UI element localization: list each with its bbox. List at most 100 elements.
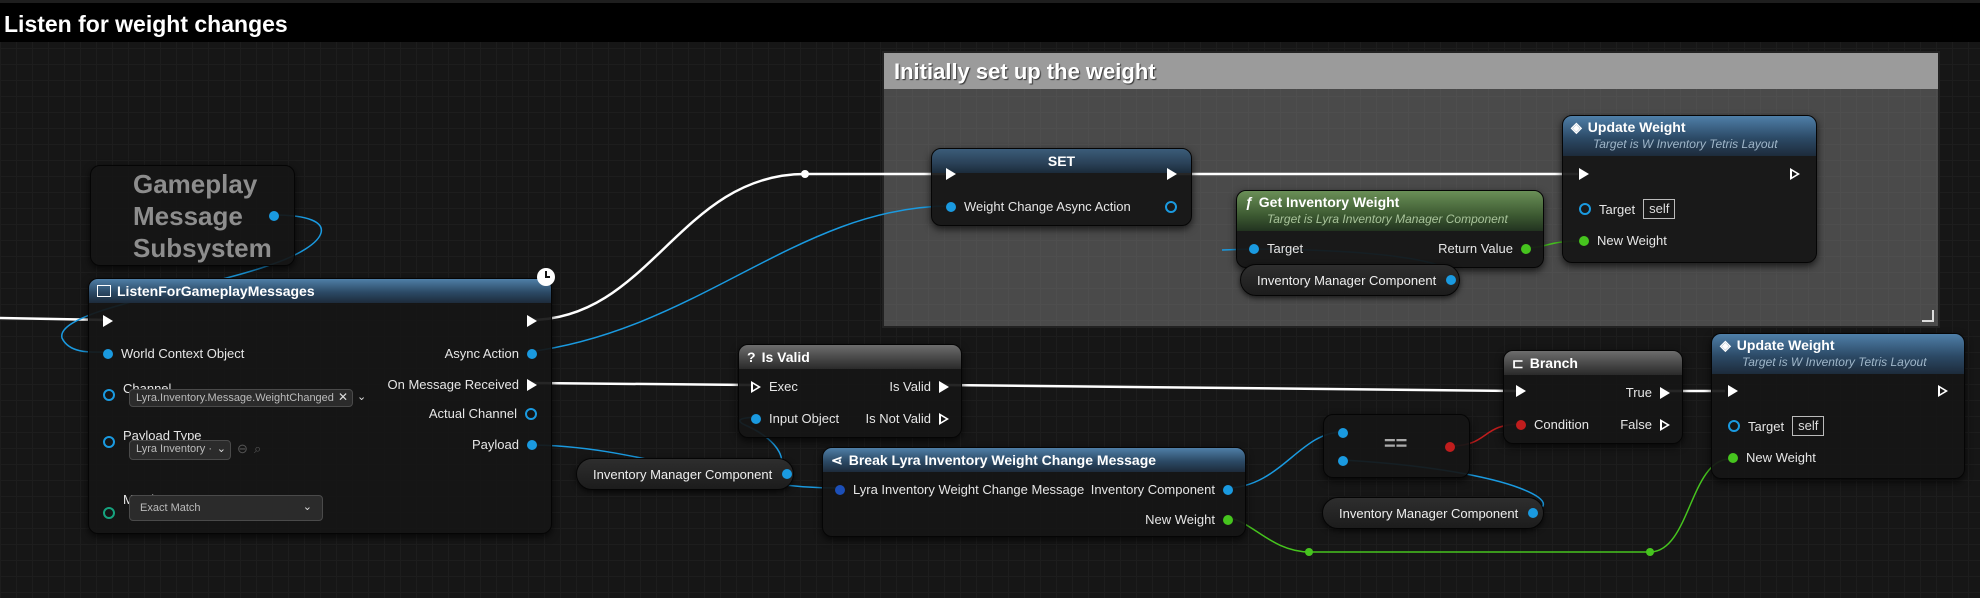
branch-node[interactable]: ⊏ Branch True Condition False <box>1503 350 1683 444</box>
match-type-value: Exact Match <box>140 502 201 514</box>
browse-asset-icon[interactable]: ⊖ <box>237 441 248 456</box>
update-weight-2-new-weight-pin[interactable]: New Weight <box>1728 450 1816 465</box>
payload-type-dropdown[interactable]: Lyra Inventory · ⌄ <box>129 440 231 460</box>
on-message-received-pin[interactable]: On Message Received <box>387 377 537 392</box>
exec-output-pin[interactable] <box>527 315 537 327</box>
payload-label: Payload <box>472 437 519 452</box>
world-context-dot[interactable] <box>103 348 113 359</box>
update-weight-node-2[interactable]: ◈ Update Weight Target is W Inventory Te… <box>1711 333 1965 479</box>
branch-false-pin[interactable]: False <box>1620 417 1670 432</box>
break-input-pin[interactable]: Lyra Inventory Weight Change Message <box>835 482 1084 497</box>
is-valid-title: Is Valid <box>761 349 810 365</box>
is-valid-node[interactable]: ? Is Valid Exec Is Valid Input Object Is… <box>738 344 962 438</box>
exec-input-pin[interactable] <box>103 315 113 327</box>
inventory-manager-component-var-2[interactable]: Inventory Manager Component <box>576 458 794 490</box>
return-value-label: Return Value <box>1438 241 1513 256</box>
set-exec-output-pin[interactable] <box>1167 168 1177 180</box>
async-action-dot[interactable] <box>527 348 537 359</box>
update-weight-2-target-pin[interactable]: Target self <box>1728 416 1825 436</box>
set-variable-node[interactable]: SET Weight Change Async Action <box>931 148 1192 226</box>
function-f-icon: ƒ <box>1245 194 1253 210</box>
break-weight-change-message-node[interactable]: ⋖ Break Lyra Inventory Weight Change Mes… <box>822 447 1246 537</box>
listen-node-header: ListenForGameplayMessages <box>89 279 551 303</box>
is-valid-exec-label: Exec <box>769 379 798 394</box>
branch-condition-pin[interactable]: Condition <box>1516 417 1589 432</box>
break-new-weight-pin[interactable]: New Weight <box>1145 512 1233 527</box>
update-weight-1-exec-out[interactable] <box>1790 168 1800 180</box>
branch-title: Branch <box>1529 355 1578 371</box>
reroute-knot[interactable] <box>801 170 809 178</box>
listen-for-gameplay-messages-node[interactable]: ListenForGameplayMessages World Context … <box>88 278 552 534</box>
update-weight-1-new-weight-pin[interactable]: New Weight <box>1579 233 1667 248</box>
gameplay-message-subsystem-node[interactable]: Gameplay Message Subsystem <box>90 165 295 266</box>
channel-tag-value: Lyra.Inventory.Message.WeightChanged <box>136 392 334 404</box>
update-weight-1-subtitle: Target is W Inventory Tetris Layout <box>1593 137 1778 151</box>
update-weight-1-target-pin[interactable]: Target self <box>1579 199 1676 219</box>
branch-exec-input-pin[interactable] <box>1516 385 1526 397</box>
weight-change-async-action-pin[interactable]: Weight Change Async Action <box>946 199 1131 214</box>
function-icon <box>97 285 111 297</box>
on-message-received-label: On Message Received <box>387 377 519 392</box>
reroute-knot-float-1[interactable] <box>1305 548 1313 556</box>
is-valid-true-pin[interactable]: Is Valid <box>889 379 949 394</box>
channel-tag-field[interactable]: Lyra.Inventory.Message.WeightChanged ✕ <box>129 389 353 407</box>
branch-true-pin[interactable]: True <box>1626 385 1670 400</box>
is-not-valid-label: Is Not Valid <box>865 411 931 426</box>
inventory-manager-component-label-1: Inventory Manager Component <box>1257 272 1437 288</box>
channel-dot[interactable] <box>103 389 115 401</box>
match-type-dropdown[interactable]: Exact Match ⌄ <box>129 495 323 521</box>
equals-input-a-pin[interactable] <box>1338 428 1348 438</box>
inventory-component-label: Inventory Component <box>1090 482 1215 497</box>
update-weight-node-1[interactable]: ◈ Update Weight Target is W Inventory Te… <box>1562 115 1817 263</box>
update-weight-2-self-field[interactable]: self <box>1792 416 1825 436</box>
update-weight-2-exec-in[interactable] <box>1728 385 1738 397</box>
search-icon[interactable]: ⌕ <box>254 441 262 456</box>
payload-type-pin[interactable]: Payload Type <box>103 422 202 448</box>
input-object-pin[interactable]: Input Object <box>751 411 839 426</box>
var-1-output-pin[interactable] <box>1446 275 1457 285</box>
update-weight-2-exec-out[interactable] <box>1938 385 1948 397</box>
update-weight-1-new-weight-label: New Weight <box>1597 233 1667 248</box>
update-weight-1-header: ◈ Update Weight <box>1563 116 1816 156</box>
inventory-manager-component-label-3: Inventory Manager Component <box>1339 505 1519 521</box>
async-action-pin[interactable]: Async Action <box>445 346 537 361</box>
get-weight-header: ƒ Get Inventory Weight <box>1237 191 1543 231</box>
set-node-header: SET <box>932 149 1191 173</box>
update-weight-1-exec-in[interactable] <box>1579 168 1589 180</box>
async-action-label: Async Action <box>444 346 519 361</box>
resize-handle-icon[interactable] <box>1922 310 1934 322</box>
is-valid-true-label: Is Valid <box>889 379 931 394</box>
equals-output-pin[interactable] <box>1445 442 1455 452</box>
var-2-output-pin[interactable] <box>782 469 793 479</box>
break-node-header: ⋖ Break Lyra Inventory Weight Change Mes… <box>823 448 1245 472</box>
graph-title-bar: Listen for weight changes <box>0 0 1980 42</box>
inventory-component-pin[interactable]: Inventory Component <box>1091 482 1233 497</box>
clear-tag-icon[interactable]: ✕ <box>337 390 348 404</box>
get-weight-title: Get Inventory Weight <box>1258 194 1400 210</box>
payload-pin[interactable]: Payload <box>472 437 537 452</box>
payload-type-dot[interactable] <box>103 436 115 448</box>
world-context-pin[interactable]: World Context Object <box>103 346 244 361</box>
branch-true-label: True <box>1625 385 1652 400</box>
chevron-down-icon[interactable]: ⌄ <box>357 391 367 403</box>
subsystem-output-pin[interactable] <box>269 211 279 221</box>
inventory-manager-component-var-1[interactable]: Inventory Manager Component <box>1240 264 1460 296</box>
set-exec-input-pin[interactable] <box>946 168 956 180</box>
is-not-valid-pin[interactable]: Is Not Valid <box>865 411 949 426</box>
equals-node[interactable]: == <box>1323 414 1470 478</box>
update-weight-1-self-field[interactable]: self <box>1643 199 1676 219</box>
actual-channel-label: Actual Channel <box>428 406 517 421</box>
equals-symbol: == <box>1384 433 1408 455</box>
subsystem-label: Gameplay Message Subsystem <box>133 168 272 264</box>
is-valid-exec-pin[interactable]: Exec <box>751 379 798 394</box>
actual-channel-pin[interactable]: Actual Channel <box>429 406 537 421</box>
get-inventory-weight-node[interactable]: ƒ Get Inventory Weight Target is Lyra In… <box>1236 190 1544 268</box>
equals-input-b-pin[interactable] <box>1338 456 1348 466</box>
return-value-pin[interactable]: Return Value <box>1438 241 1531 256</box>
reroute-knot-float-2[interactable] <box>1646 548 1654 556</box>
set-output-pin[interactable] <box>1165 201 1177 213</box>
question-icon: ? <box>747 349 756 365</box>
inventory-manager-component-var-3[interactable]: Inventory Manager Component <box>1322 497 1544 529</box>
get-weight-target-pin[interactable]: Target <box>1249 241 1303 256</box>
var-3-output-pin[interactable] <box>1528 508 1539 518</box>
